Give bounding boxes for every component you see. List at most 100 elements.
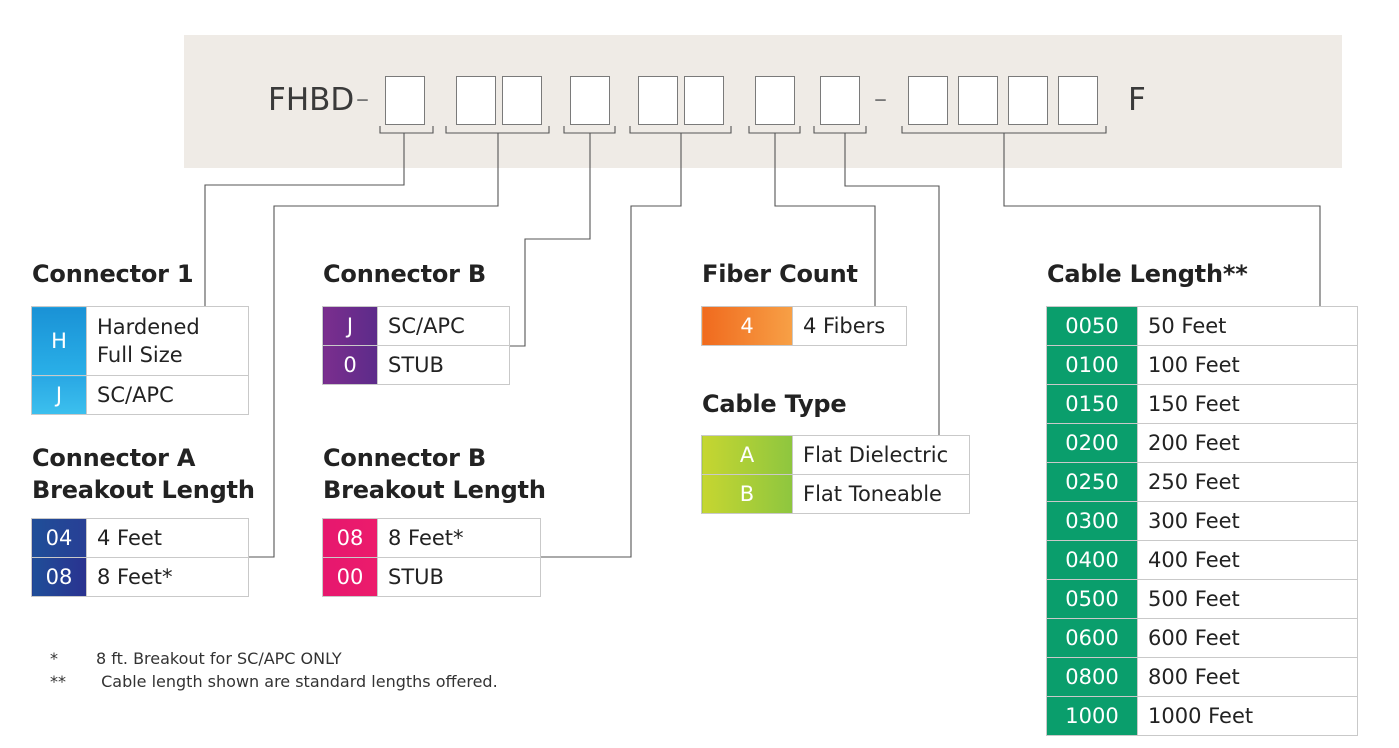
leader-fiber-count <box>774 133 876 306</box>
slot-connector-1 <box>385 76 425 125</box>
title-line: Connector A <box>32 444 196 472</box>
slot-connector-b <box>570 76 610 125</box>
footnote: * 8 ft. Breakout for SC/APC ONLY <box>50 647 342 670</box>
option-desc: Flat Toneable <box>792 474 970 514</box>
slot-cable-length-3 <box>1008 76 1048 125</box>
option-code: H <box>31 306 87 376</box>
connector-a-breakout-table: 04 4 Feet 08 8 Feet* <box>31 518 249 597</box>
footnote-mark: * <box>50 649 58 668</box>
leader-connector-1 <box>204 133 405 306</box>
table-row: 4 4 Fibers <box>701 306 907 346</box>
option-code: 0400 <box>1046 540 1138 580</box>
part-number-prefix: FHBD <box>268 82 355 118</box>
option-desc-line: Hardened <box>97 315 200 339</box>
table-row: 08 8 Feet* <box>31 557 249 597</box>
connector-b-breakout-table: 08 8 Feet* 00 STUB <box>322 518 541 597</box>
slot-connector-a-breakout-1 <box>456 76 496 125</box>
slot-fiber-count <box>755 76 795 125</box>
option-desc: 50 Feet <box>1137 306 1358 346</box>
slot-cable-length-1 <box>908 76 948 125</box>
fiber-count-table: 4 4 Fibers <box>701 306 907 346</box>
option-code: 0050 <box>1046 306 1138 346</box>
bracket-connector-b-breakout <box>629 126 732 134</box>
leader-connector-a-breakout <box>249 133 499 558</box>
option-desc: Hardened Full Size <box>86 306 249 376</box>
option-desc: 200 Feet <box>1137 423 1358 463</box>
option-code: 08 <box>31 557 87 597</box>
option-code: 0200 <box>1046 423 1138 463</box>
bracket-connector-1 <box>379 126 434 134</box>
table-row: A Flat Dielectric <box>701 435 970 475</box>
option-desc: Flat Dielectric <box>792 435 970 475</box>
bracket-cable-length <box>901 126 1107 134</box>
option-code: 0800 <box>1046 657 1138 697</box>
option-desc: 8 Feet* <box>377 518 541 558</box>
table-row: J SC/APC <box>322 306 510 346</box>
option-desc: SC/APC <box>377 306 510 346</box>
option-code: 0250 <box>1046 462 1138 502</box>
slot-connector-a-breakout-2 <box>502 76 542 125</box>
connector-a-breakout-title: Connector A Breakout Length <box>32 442 255 506</box>
part-number-suffix: F <box>1128 82 1146 118</box>
footnote: ** Cable length shown are standard lengt… <box>50 670 498 693</box>
slot-connector-b-breakout-2 <box>684 76 724 125</box>
connector-b-breakout-title: Connector B Breakout Length <box>323 442 546 506</box>
bracket-cable-type <box>813 126 867 134</box>
option-desc: 1000 Feet <box>1137 696 1358 736</box>
option-desc: STUB <box>377 557 541 597</box>
option-code: 0600 <box>1046 618 1138 658</box>
connector-1-title: Connector 1 <box>32 260 194 288</box>
option-desc: 4 Feet <box>86 518 249 558</box>
option-desc: 150 Feet <box>1137 384 1358 424</box>
option-code: B <box>701 474 793 514</box>
option-code: 0100 <box>1046 345 1138 385</box>
table-row: 08 8 Feet* <box>322 518 541 558</box>
option-desc: 600 Feet <box>1137 618 1358 658</box>
option-desc: 800 Feet <box>1137 657 1358 697</box>
cable-length-title: Cable Length** <box>1047 260 1248 288</box>
option-desc: 100 Feet <box>1137 345 1358 385</box>
table-row: J SC/APC <box>31 375 249 415</box>
option-desc: STUB <box>377 345 510 385</box>
title-line: Breakout Length <box>32 476 255 504</box>
slot-cable-type <box>820 76 860 125</box>
option-desc: 400 Feet <box>1137 540 1358 580</box>
slot-cable-length-2 <box>958 76 998 125</box>
table-row: 0 STUB <box>322 345 510 385</box>
bracket-connector-b <box>563 126 616 134</box>
option-code: 0150 <box>1046 384 1138 424</box>
slot-cable-length-4 <box>1058 76 1098 125</box>
option-desc: SC/APC <box>86 375 249 415</box>
leader-connector-b <box>510 133 591 347</box>
footnote-text: 8 ft. Breakout for SC/APC ONLY <box>96 649 342 668</box>
table-row: 04 4 Feet <box>31 518 249 558</box>
option-code: 0 <box>322 345 378 385</box>
leader-connector-b-breakout <box>541 133 682 558</box>
option-desc: 300 Feet <box>1137 501 1358 541</box>
leader-cable-length <box>1003 133 1321 306</box>
part-number-dash: – <box>874 84 887 114</box>
option-code: 0500 <box>1046 579 1138 619</box>
option-code: J <box>31 375 87 415</box>
cable-type-table: A Flat Dielectric B Flat Toneable <box>701 435 970 514</box>
table-row: B Flat Toneable <box>701 474 970 514</box>
option-code: 4 <box>701 306 793 346</box>
option-desc: 4 Fibers <box>792 306 907 346</box>
option-code: 08 <box>322 518 378 558</box>
connector-b-table: J SC/APC 0 STUB <box>322 306 510 385</box>
table-row: H Hardened Full Size <box>31 306 249 376</box>
option-code: 00 <box>322 557 378 597</box>
option-desc-line: Full Size <box>97 343 183 367</box>
footnote-text: Cable length shown are standard lengths … <box>96 672 498 691</box>
slot-connector-b-breakout-1 <box>638 76 678 125</box>
bracket-connector-a-breakout <box>445 126 550 134</box>
